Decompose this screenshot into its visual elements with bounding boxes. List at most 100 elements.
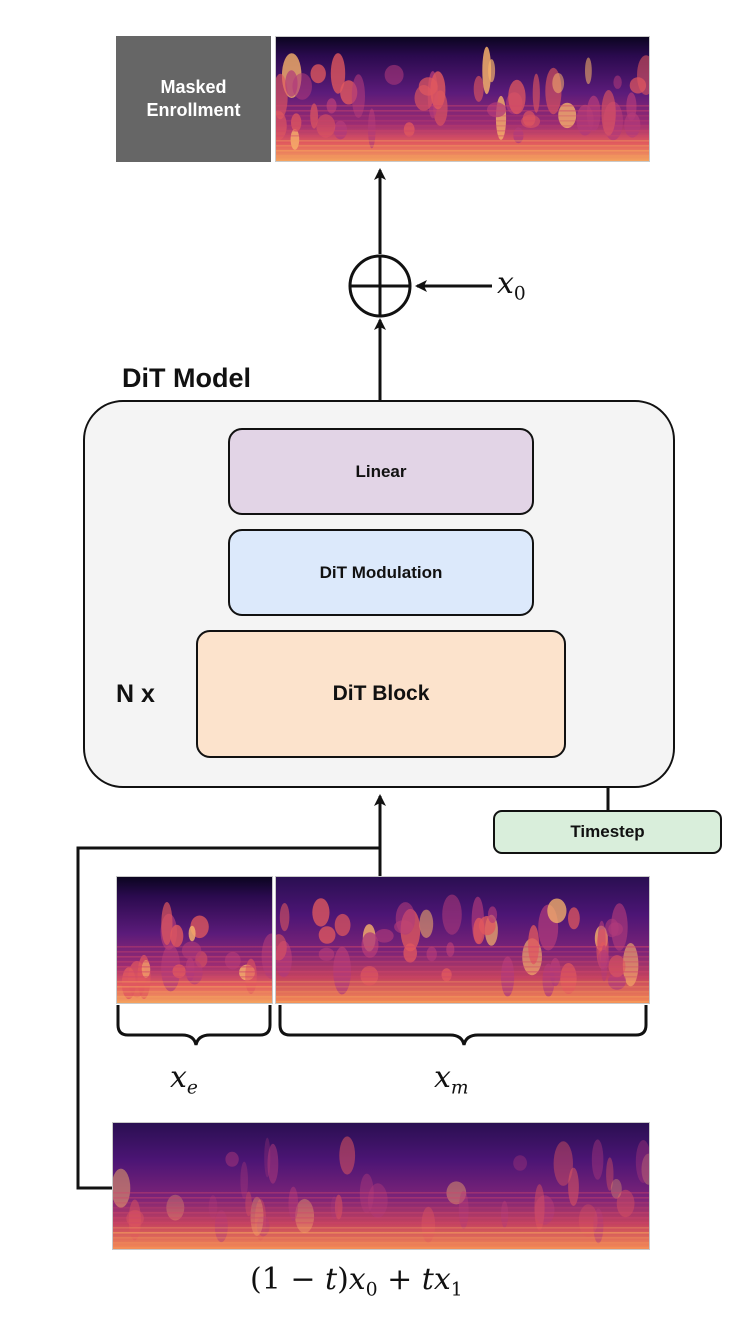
spectrogram-blob	[568, 907, 580, 930]
xm-label: xm	[434, 1060, 469, 1099]
spectrogram-blob	[547, 898, 567, 924]
x0-label: x0	[497, 266, 526, 305]
dit-block: DiT Block	[196, 630, 566, 758]
spectrogram-blob	[312, 898, 330, 927]
spectrogram-harmonic	[117, 946, 272, 948]
masked-enrollment-label-line2: Enrollment	[146, 100, 241, 120]
spectrogram-harmonic	[276, 966, 649, 968]
spectrogram-harmonic	[117, 1001, 272, 1003]
spectrogram-blob	[240, 1161, 248, 1199]
spectrogram-harmonic	[113, 1232, 649, 1234]
spectrogram-blob	[419, 909, 434, 938]
spectrogram-blob	[113, 1168, 131, 1208]
noisy-spectrogram	[112, 1122, 650, 1250]
spectrogram-harmonic	[276, 160, 649, 161]
spectrogram-blob	[166, 1194, 185, 1221]
masked-enrollment-label-line1: Masked	[160, 77, 227, 97]
masked-spectrogram	[275, 876, 650, 1004]
spectrogram-blob	[254, 1199, 267, 1241]
spectrogram-harmonic	[276, 1001, 649, 1003]
spectrogram-blob	[128, 1199, 141, 1241]
spectrogram-blob	[446, 1181, 467, 1205]
spectrogram-harmonic	[276, 996, 649, 998]
spectrogram-harmonic	[276, 961, 649, 963]
spectrogram-blob	[442, 894, 462, 935]
spectrogram-blob	[359, 1173, 374, 1214]
output-spectrogram	[275, 36, 650, 162]
spectrogram-blob	[426, 946, 437, 962]
spectrogram-harmonic	[117, 981, 272, 983]
spectrogram-blob	[310, 64, 326, 84]
spectrogram-harmonic	[276, 946, 649, 948]
spectrogram-blob	[188, 925, 196, 942]
spectrogram-blob	[279, 903, 290, 932]
linear-block: Linear	[228, 428, 534, 515]
noisy-input-line	[76, 846, 380, 1190]
spectrogram-harmonic	[113, 1192, 649, 1194]
spectrogram-harmonic	[276, 155, 649, 157]
spectrogram-blob	[446, 942, 455, 957]
spectrogram-harmonic	[117, 976, 272, 978]
spectrogram-blob	[291, 113, 302, 132]
spectrogram-blob	[374, 929, 394, 943]
spectrogram-blob	[534, 1195, 555, 1225]
spectrogram-harmonic	[117, 961, 272, 963]
spectrogram-blob	[208, 1195, 218, 1220]
spectrogram-blob	[585, 57, 592, 85]
spectrogram-harmonic	[276, 115, 649, 117]
spectrogram-blob	[616, 1189, 635, 1218]
spectrogram-blob	[608, 972, 626, 990]
spectrogram-blob	[473, 917, 485, 945]
spectrogram-blob	[361, 932, 379, 958]
spectrogram-blob	[534, 1184, 545, 1231]
model-title: DiT Model	[122, 363, 251, 393]
timestep-label: Timestep	[570, 822, 645, 841]
spectrogram-harmonic	[117, 956, 272, 958]
spectrogram-blob	[487, 102, 506, 118]
repeat-label: N x	[116, 680, 155, 708]
spectrogram-harmonic	[276, 971, 649, 973]
spectrogram-blob	[600, 945, 608, 982]
spectrogram-blob	[578, 1204, 598, 1237]
spectrogram-harmonic	[276, 145, 649, 147]
spectrogram-blob	[532, 73, 540, 113]
spectrogram-blob	[225, 1151, 239, 1167]
spectrogram-harmonic	[113, 1207, 649, 1209]
spectrogram-blob	[351, 74, 365, 118]
masked-brace	[278, 1005, 648, 1046]
spectrogram-blob	[367, 1183, 388, 1218]
spectrogram-harmonic	[276, 135, 649, 137]
spectrogram-blob	[513, 1155, 527, 1171]
spectrogram-blob	[161, 944, 181, 992]
spectrogram-blob	[542, 963, 555, 997]
spectrogram-blob	[606, 1157, 614, 1191]
spectrogram-harmonic	[113, 1242, 649, 1244]
spectrogram-blob	[635, 1140, 649, 1183]
spectrogram-blob	[161, 902, 173, 946]
spectrogram-harmonic	[276, 140, 649, 142]
dit-modulation-block: DiT Modulation	[228, 529, 534, 616]
spectrogram-blob	[611, 903, 628, 951]
interpolation-formula: (1 − t)x0 + tx1	[250, 1262, 463, 1301]
spectrogram-blob	[482, 46, 492, 95]
spectrogram-blob	[487, 906, 498, 923]
spectrogram-harmonic	[276, 956, 649, 958]
spectrogram-harmonic	[276, 130, 649, 132]
spectrogram-blob	[318, 947, 335, 961]
spectrogram-blob	[330, 53, 346, 94]
spectrogram-blob	[501, 1200, 509, 1228]
spectrogram-blob	[576, 104, 594, 136]
spectrogram-blob	[285, 70, 298, 97]
spectrogram-blob	[568, 1167, 579, 1206]
dit-modulation-label: DiT Modulation	[319, 562, 443, 582]
spectrogram-harmonic	[113, 1202, 649, 1204]
spectrogram-blob	[172, 964, 186, 979]
spectrogram-blob	[473, 75, 484, 102]
spectrogram-blob	[214, 1210, 228, 1243]
enrollment-brace	[116, 1005, 272, 1046]
spectrogram-harmonic	[117, 966, 272, 968]
spectrogram-harmonic	[117, 986, 272, 988]
timestep-block: Timestep	[493, 810, 722, 854]
spectrogram-harmonic	[113, 1247, 649, 1249]
spectrogram-blob	[610, 1179, 622, 1199]
